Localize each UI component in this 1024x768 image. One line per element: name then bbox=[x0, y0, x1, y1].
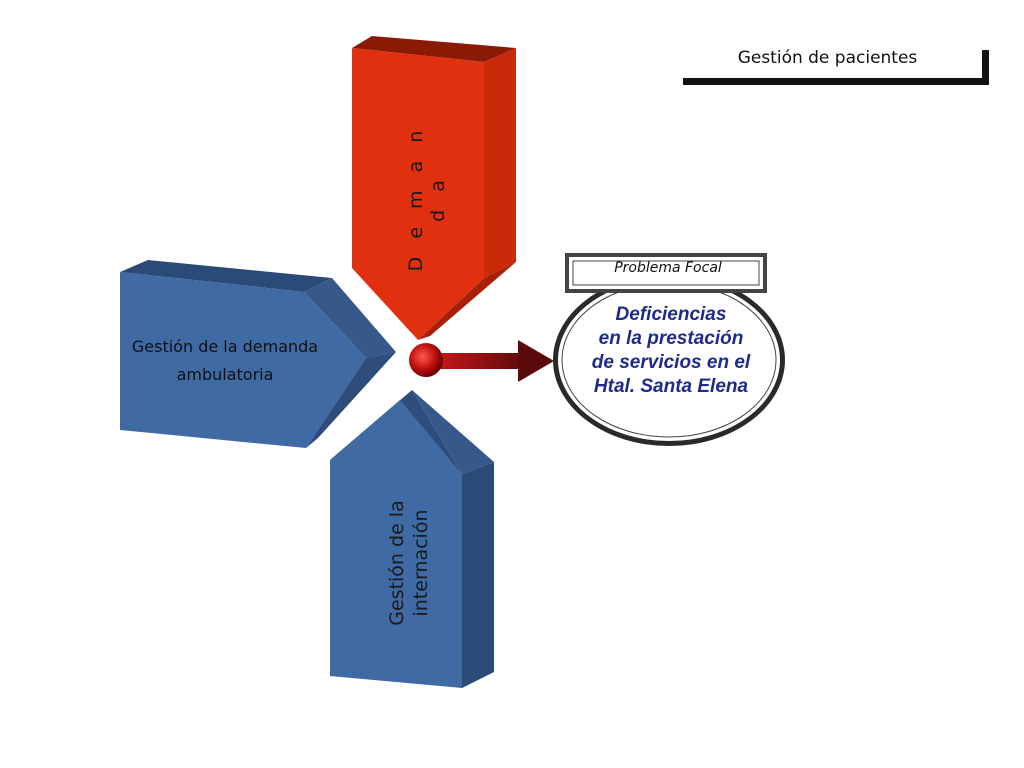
header-bracket bbox=[683, 50, 989, 85]
focal-line: Deficiencias bbox=[615, 304, 727, 325]
focal-line: de servicios en el bbox=[591, 352, 751, 373]
header-title: Gestión de pacientes bbox=[737, 48, 918, 68]
ambulatoria-arrow bbox=[120, 260, 396, 448]
problema-focal-label: Problema Focal bbox=[614, 260, 722, 276]
focal-problem-text: Deficiencias en la prestación de servici… bbox=[576, 303, 766, 399]
demanda-label: D e m a n d a bbox=[405, 124, 449, 272]
focal-problem-shape bbox=[553, 253, 785, 446]
ambulatoria-label: Gestión de la demanda ambulatoria bbox=[120, 333, 330, 389]
ambulatoria-label-line1: Gestión de la demanda bbox=[131, 337, 319, 356]
focal-line: en la prestación bbox=[598, 328, 744, 349]
internacion-label: Gestión de la internación bbox=[385, 473, 441, 653]
demanda-arrow bbox=[352, 36, 516, 340]
internacion-label-line1: Gestión de la bbox=[386, 500, 408, 626]
internacion-label-line2: internación bbox=[410, 509, 432, 617]
ambulatoria-label-line2: ambulatoria bbox=[176, 365, 274, 384]
internacion-arrow bbox=[330, 390, 494, 688]
connector-arrow bbox=[409, 340, 554, 382]
focal-line: Htal. Santa Elena bbox=[593, 376, 749, 397]
